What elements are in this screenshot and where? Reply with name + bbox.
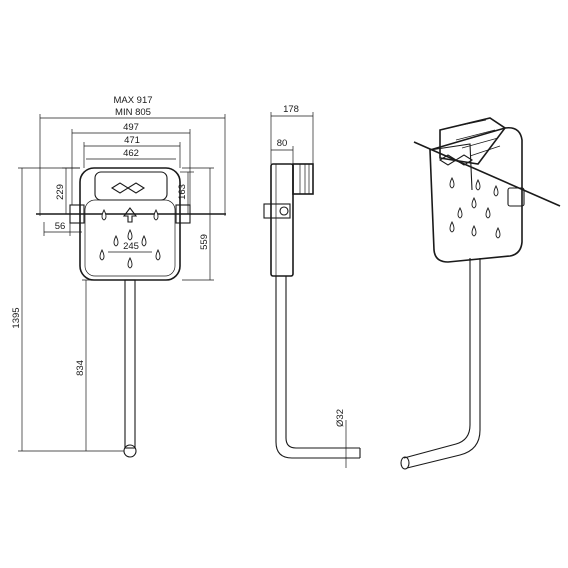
drop-icon: [471, 196, 477, 209]
drop-icon: [155, 248, 161, 261]
flush-pipe-side: [275, 276, 360, 459]
dim-height-163: 163: [177, 184, 188, 200]
drop-icon: [493, 184, 499, 197]
flush-panel-front: [94, 171, 168, 201]
drop-icon: [495, 226, 501, 239]
drop-icon: [457, 206, 463, 219]
dim-height-229: 229: [55, 184, 66, 200]
dim-min-width: MIN 805: [115, 107, 151, 118]
pipe-outlet-iso: [400, 456, 410, 470]
dim-spacing-245: 245: [123, 241, 139, 252]
dim-total-height: 1395: [11, 307, 22, 328]
drop-icon: [449, 220, 455, 233]
dim-depth-80: 80: [277, 138, 288, 149]
drop-icon: [449, 176, 455, 189]
flush-pipe-front: [124, 279, 136, 449]
drop-icon: [471, 224, 477, 237]
bracket-right: [175, 204, 191, 224]
bracket-side: [263, 203, 291, 219]
dim-height-559: 559: [199, 234, 210, 250]
dim-pipe-height: 834: [75, 360, 86, 376]
drop-icon: [141, 234, 147, 247]
dim-width-471: 471: [124, 135, 140, 146]
dim-offset-56: 56: [55, 221, 66, 232]
drop-icon: [127, 256, 133, 269]
dim-width-497: 497: [123, 122, 139, 133]
pipe-outlet-front: [123, 444, 137, 458]
drop-icon: [113, 234, 119, 247]
dim-pipe-diameter: Ø32: [335, 409, 346, 427]
drop-icon: [99, 248, 105, 261]
brand-logo-icon: [110, 182, 146, 194]
dim-depth-178: 178: [283, 104, 299, 115]
dimension-lines-side: [270, 112, 352, 468]
cistern-body-iso: [429, 126, 523, 263]
bracket-iso: [507, 187, 525, 207]
drop-icon: [475, 178, 481, 191]
brand-logo-iso-icon: [438, 154, 474, 166]
isometric-view: [400, 117, 561, 470]
front-view: MAX 917 MIN 805 497 471 462 229 56 245 1…: [11, 95, 226, 458]
mounting-bar-iso: [413, 141, 561, 207]
drop-icon: [153, 208, 159, 221]
dim-width-462: 462: [123, 148, 139, 159]
side-view: 178 80 Ø32: [263, 104, 361, 468]
inlet-arrow-icon: [122, 207, 138, 223]
flush-pipe-iso: [403, 258, 471, 459]
cistern-body-side: [270, 163, 294, 277]
bracket-left: [69, 204, 85, 224]
dimension-lines-front: [18, 114, 226, 452]
dim-max-width: MAX 917: [113, 95, 152, 106]
drop-icon: [485, 206, 491, 219]
flush-button-side: [292, 163, 314, 195]
drop-icon: [127, 228, 133, 241]
drop-icon: [101, 208, 107, 221]
